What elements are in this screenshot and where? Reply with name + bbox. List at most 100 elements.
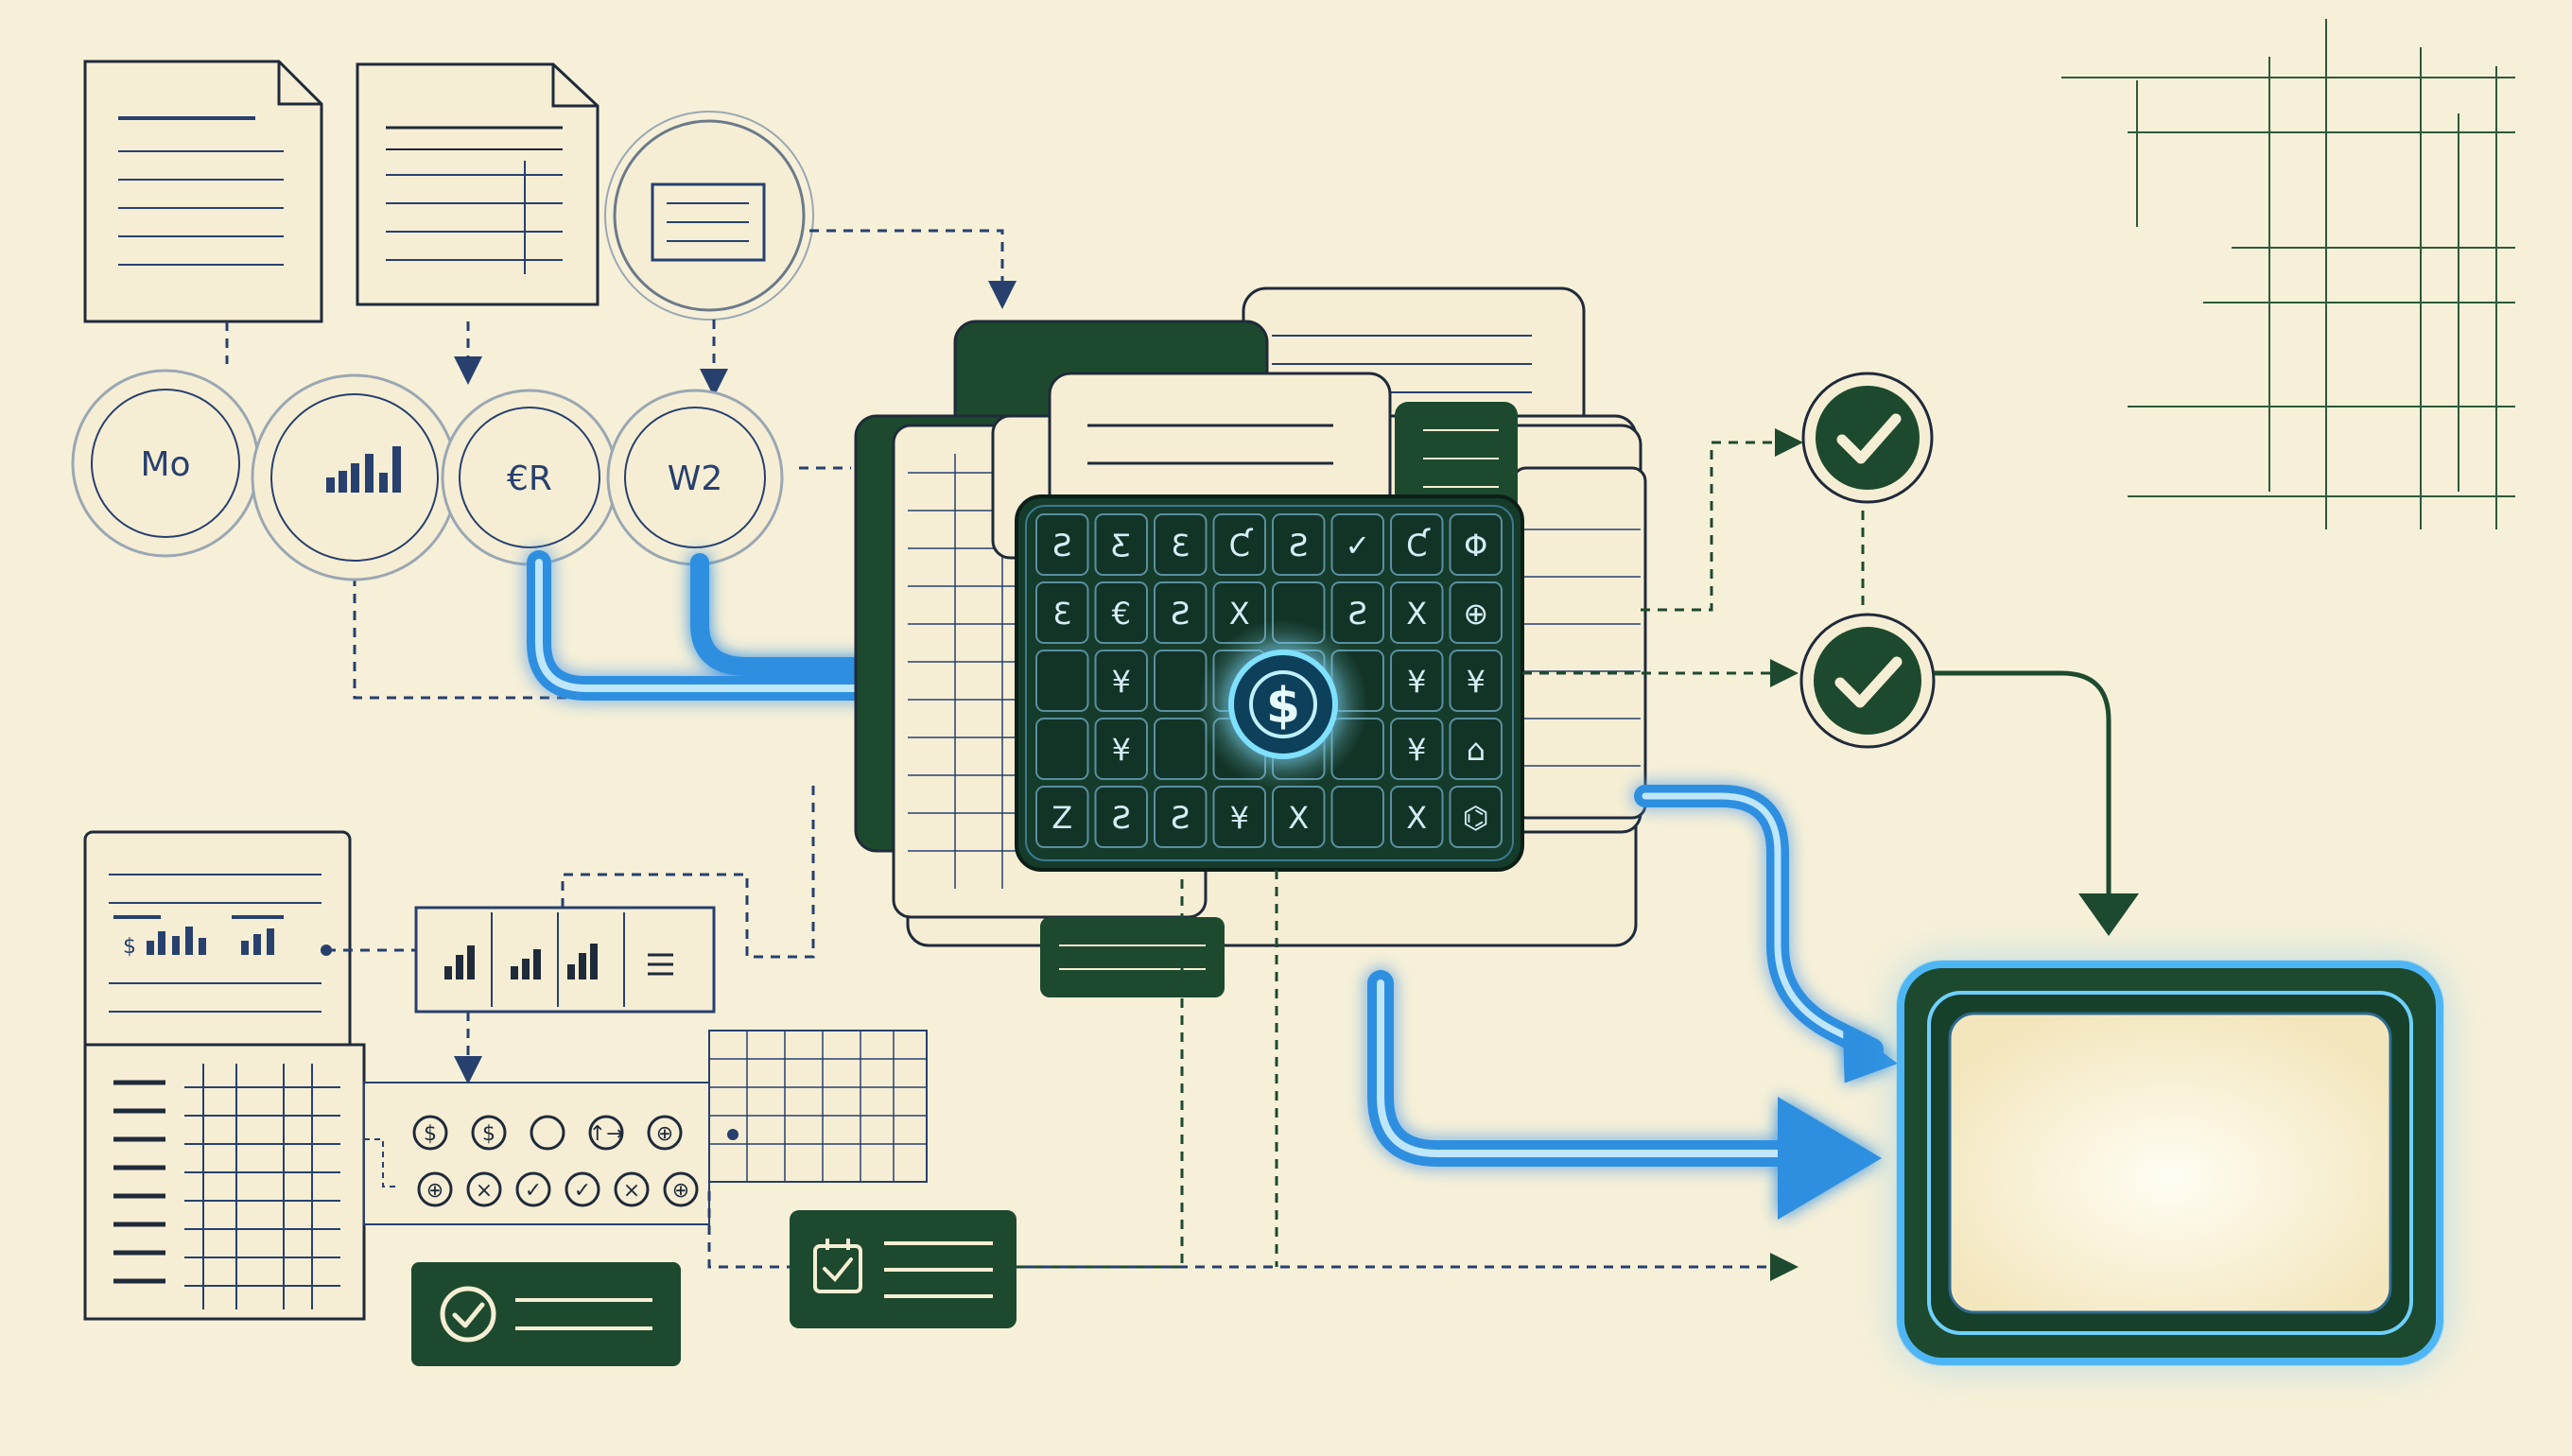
grid-cell bbox=[1449, 786, 1503, 848]
grid-symbol: Ƨ bbox=[1289, 528, 1308, 563]
input-circle-4: W2 bbox=[606, 389, 784, 566]
grid-cell bbox=[1154, 786, 1208, 848]
grid-symbol: Ɛ bbox=[1171, 528, 1190, 563]
grid-cell bbox=[1035, 650, 1089, 712]
row-icon-ring bbox=[614, 1171, 650, 1207]
icon-rows: $ $ ↑→ ⊕ ⊕ × ✓ ✓ × ⊕ bbox=[363, 1082, 1799, 1281]
grid-symbol: ¥ bbox=[1407, 664, 1426, 700]
row-icon: × bbox=[623, 1179, 640, 1203]
grid-cell bbox=[1449, 581, 1503, 644]
input-circle-label: Mo bbox=[140, 445, 190, 484]
report-document: $ bbox=[83, 830, 366, 1321]
chart-strip bbox=[321, 785, 815, 1084]
output-screen bbox=[1896, 960, 2444, 1366]
grid-cell bbox=[1330, 513, 1384, 576]
bar-chart-icon bbox=[326, 446, 401, 493]
row-icon-ring bbox=[565, 1171, 600, 1207]
document-circle bbox=[604, 111, 814, 321]
grid-cell bbox=[1330, 786, 1384, 848]
row-icon: $ bbox=[482, 1122, 495, 1146]
grid-symbol: Ƨ bbox=[1171, 596, 1190, 632]
bar-chart-icon bbox=[444, 944, 598, 979]
input-circle-label: €R bbox=[507, 459, 552, 498]
row-icon-ring bbox=[647, 1115, 683, 1151]
grid-symbol: Ƨ bbox=[1052, 528, 1071, 563]
dollar-icon: $ bbox=[1228, 650, 1338, 759]
task-card bbox=[411, 1262, 681, 1366]
input-circle-1: Mo bbox=[71, 369, 260, 558]
document-icon bbox=[83, 60, 323, 323]
grid-symbol: ¥ bbox=[1407, 732, 1426, 768]
grid-symbol: ¥ bbox=[1230, 800, 1249, 836]
grid-cell bbox=[1390, 513, 1444, 576]
grid-cell bbox=[1035, 786, 1089, 848]
grid-symbol: ⌬ bbox=[1463, 800, 1489, 836]
grid-symbol: ¥ bbox=[1112, 732, 1131, 768]
checkmark-icon bbox=[823, 1257, 853, 1282]
arrow-icon bbox=[2078, 893, 2139, 936]
grid-symbol: ⌂ bbox=[1467, 732, 1486, 768]
grid-symbol: ¥ bbox=[1467, 664, 1486, 700]
grid-symbol: Z bbox=[1051, 800, 1072, 836]
grid-cell bbox=[1212, 513, 1266, 576]
input-circle-label: W2 bbox=[668, 459, 723, 498]
grid-cell bbox=[1094, 581, 1148, 644]
grid-symbol: Ɛ bbox=[1052, 596, 1071, 632]
grid-cell bbox=[1449, 650, 1503, 712]
grid-symbol: Ƈ bbox=[1406, 528, 1431, 563]
grid-symbol: Φ bbox=[1464, 528, 1487, 563]
task-card bbox=[790, 1210, 1017, 1328]
grid-symbol: X bbox=[1406, 800, 1427, 836]
row-icon: ✓ bbox=[525, 1179, 542, 1203]
document-icon bbox=[356, 62, 600, 306]
grid-cell bbox=[1094, 513, 1148, 576]
grid-symbol: Ƨ bbox=[1348, 596, 1367, 632]
grid-cell bbox=[1035, 581, 1089, 644]
grid-symbol: ¥ bbox=[1112, 664, 1131, 700]
grid-cell bbox=[1449, 718, 1503, 780]
corner-grid bbox=[2061, 19, 2515, 529]
grid-symbol: ✓ bbox=[1345, 528, 1370, 563]
row-icon: ✓ bbox=[574, 1179, 591, 1203]
connector-line bbox=[1934, 670, 2111, 903]
row-icon: ⊕ bbox=[656, 1122, 673, 1146]
grid-symbol: ⊕ bbox=[1463, 596, 1488, 632]
checkmark-icon bbox=[1801, 372, 1934, 504]
grid-symbol: X bbox=[1288, 800, 1309, 836]
row-icon-ring bbox=[471, 1115, 507, 1151]
row-icon-ring bbox=[530, 1115, 565, 1151]
grid-cell bbox=[1154, 718, 1208, 780]
grid-cell bbox=[1094, 786, 1148, 848]
grid-cell bbox=[1094, 650, 1148, 712]
grid-symbol: Ƨ bbox=[1112, 800, 1131, 836]
grid-cell bbox=[1390, 786, 1444, 848]
grid-cell bbox=[1154, 581, 1208, 644]
grid-cell bbox=[1035, 718, 1089, 780]
input-circle-2 bbox=[251, 373, 459, 581]
grid-cell bbox=[1154, 513, 1208, 576]
grid-cell bbox=[1035, 513, 1089, 576]
checkmark-icon bbox=[452, 1302, 485, 1328]
input-circle-3: €R bbox=[441, 389, 618, 566]
grid-symbol: Ƹ bbox=[1111, 528, 1131, 563]
row-icon: ↑→ bbox=[589, 1122, 624, 1146]
row-icon: $ bbox=[424, 1122, 437, 1146]
row-icon-ring bbox=[663, 1171, 699, 1207]
grid-symbol: Ƈ bbox=[1229, 528, 1254, 563]
grid-cell bbox=[1094, 718, 1148, 780]
grid-symbol: X bbox=[1406, 596, 1427, 632]
center-badge-symbol: $ bbox=[1266, 678, 1300, 735]
row-icon: × bbox=[476, 1179, 493, 1203]
grid-cell bbox=[1449, 513, 1503, 576]
data-table bbox=[708, 1030, 928, 1183]
row-icon: ⊕ bbox=[426, 1179, 443, 1203]
grid-cell bbox=[1212, 786, 1266, 848]
grid-cell bbox=[1390, 650, 1444, 712]
grid-symbol: € bbox=[1112, 596, 1131, 632]
row-icon: ⊕ bbox=[672, 1179, 689, 1203]
row-icon-ring bbox=[412, 1115, 448, 1151]
row-icon-ring bbox=[466, 1171, 502, 1207]
